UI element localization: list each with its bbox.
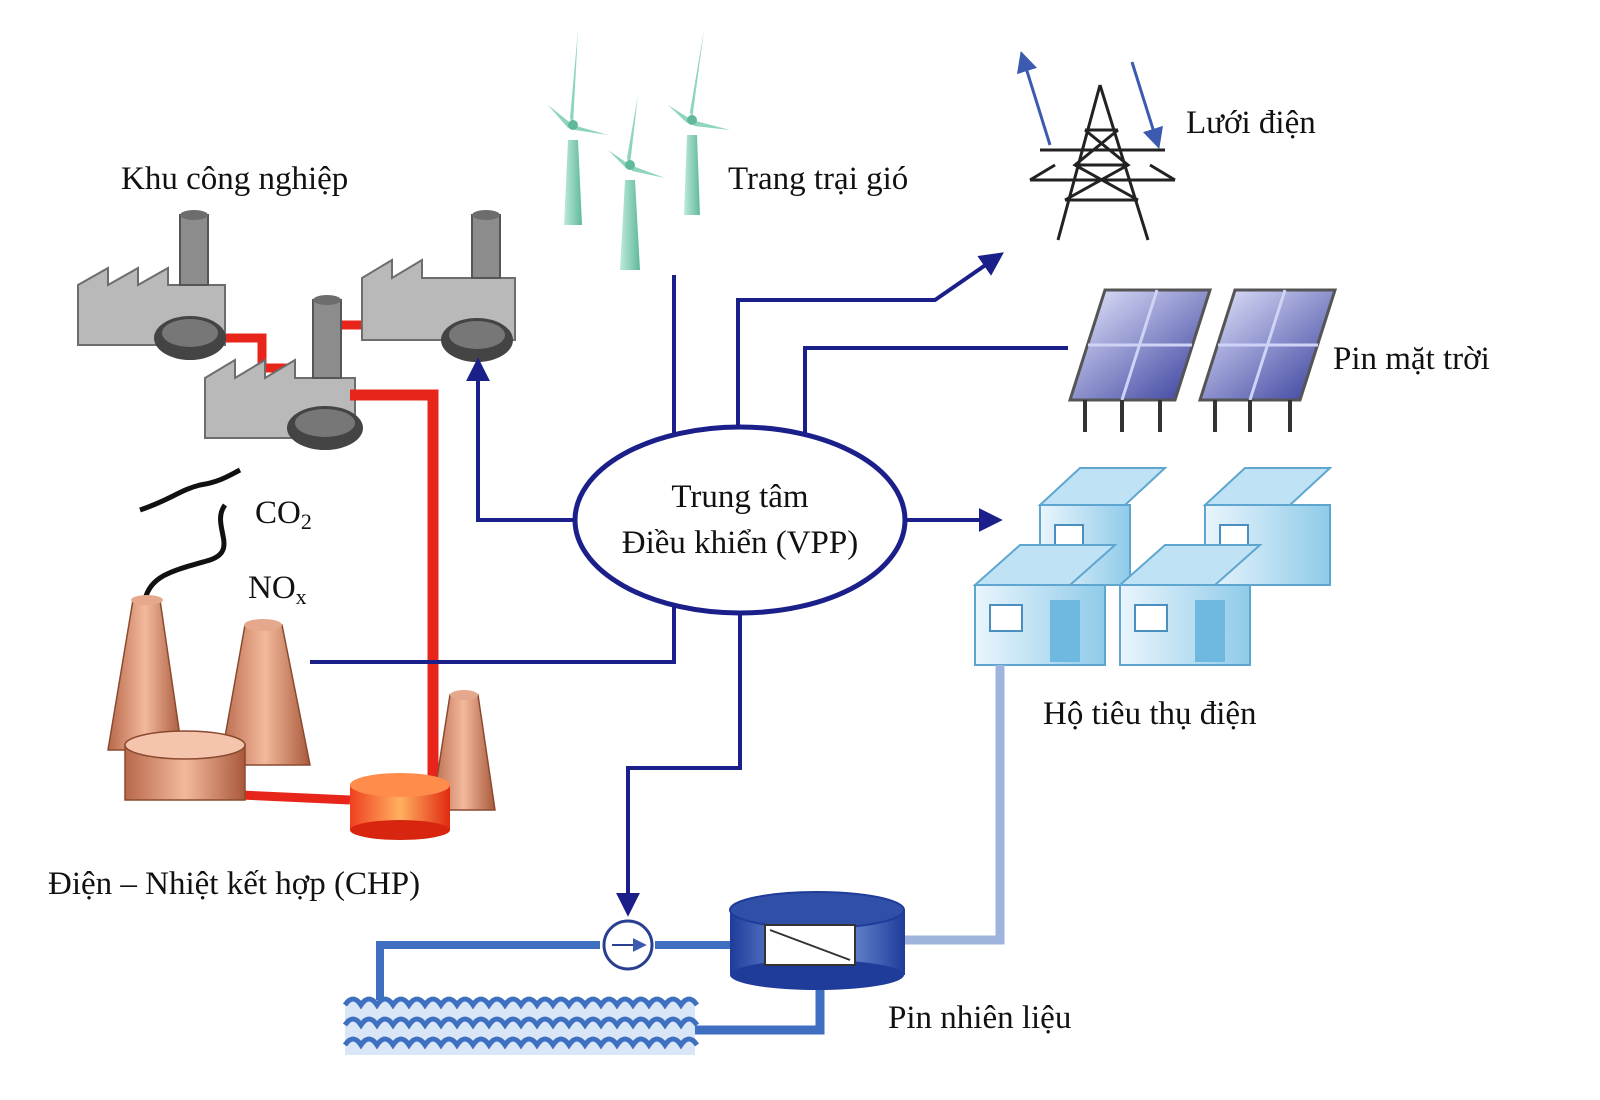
power-grid-tower-icon — [1029, 84, 1176, 241]
co2-main: CO — [255, 495, 301, 531]
solar-to-center-arrow — [793, 346, 1068, 470]
wind-farm-label: Trang trại gió — [728, 161, 909, 197]
center-to-industry-arrow — [466, 357, 575, 522]
control-center-line1: Trung tâm — [671, 479, 809, 515]
wind-turbine-icon — [608, 95, 665, 270]
control-center-line2: Điều khiển (VPP) — [621, 524, 859, 561]
nox-sub: x — [295, 584, 307, 609]
solar-panels-label: Pin mặt trời — [1333, 341, 1490, 377]
consumer-pipe — [905, 665, 1005, 945]
consumers-label: Hộ tiêu thụ điện — [1043, 696, 1257, 732]
solar-panels-illustration — [1067, 288, 1338, 432]
grid-arrow-down — [1130, 61, 1163, 150]
wind-turbine-icon — [548, 30, 608, 225]
consumers-illustration — [972, 467, 1333, 666]
chp-label: Điện – Nhiệt kết hợp (CHP) — [48, 866, 421, 902]
chp-plant-illustration — [107, 467, 496, 840]
nox-main: NO — [248, 570, 296, 606]
chp-to-center-arrow — [310, 577, 686, 664]
nox-label: NOx — [248, 570, 307, 608]
fuel-cell-illustration — [342, 891, 905, 1055]
house-icon — [1117, 544, 1263, 666]
smoke-plume — [142, 503, 228, 601]
solar-panel-icon — [1197, 288, 1338, 432]
house-icon — [972, 544, 1118, 666]
industrial-zone-illustration — [77, 210, 516, 450]
grid-arrow-up — [1016, 50, 1052, 146]
solar-panel-icon — [1067, 288, 1213, 432]
control-center-label: Trung tâm Điều khiển (VPP) — [590, 475, 890, 566]
fuel-cell-label: Pin nhiên liệu — [888, 1000, 1072, 1036]
power-grid-label: Lưới điện — [1186, 105, 1316, 141]
co2-label: CO2 — [255, 495, 312, 533]
wind-farm-illustration — [548, 30, 730, 270]
factory-icon — [361, 210, 516, 362]
wind-turbine-icon — [668, 30, 730, 215]
factory-icon — [204, 295, 363, 450]
factory-icon — [77, 210, 226, 360]
co2-sub: 2 — [300, 509, 312, 534]
control-center-ellipse — [572, 424, 908, 616]
heat-pipe — [239, 790, 351, 805]
center-to-fuel-cell-arrow — [616, 613, 742, 917]
industrial-zone-label: Khu công nghiệp — [121, 161, 349, 197]
center-to-grid-arrow — [726, 252, 1004, 470]
heat-pipe — [350, 389, 439, 790]
smoke-plume — [139, 467, 242, 513]
control-connections — [310, 252, 1068, 917]
